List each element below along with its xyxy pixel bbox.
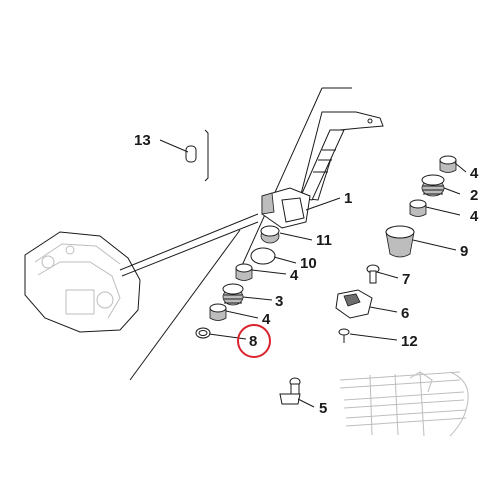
- spring-part-3: [222, 283, 244, 306]
- clip-part-8: [195, 327, 211, 339]
- callout-13: 13: [134, 132, 151, 149]
- highlight-ring-callout-8: [237, 324, 271, 358]
- callout-6: 6: [401, 305, 409, 322]
- shift-forks-assembly: [339, 371, 469, 437]
- bushing-part-11: [260, 225, 280, 244]
- callout-5: 5: [319, 400, 327, 417]
- callout-9: 9: [460, 243, 468, 260]
- callout-2: 2: [470, 187, 478, 204]
- callout-12: 12: [401, 333, 418, 350]
- callout-labels: 13 1 11 10 3 4 4 8 4 2 4 9 7 6 12 5: [134, 132, 479, 417]
- ring-part-10: [250, 247, 276, 265]
- callout-4a: 4: [290, 267, 299, 284]
- pin-part-13: [185, 145, 197, 163]
- cap-part-4d: [409, 199, 427, 217]
- cap-part-4a: [235, 263, 253, 281]
- screw-part-12: [338, 328, 350, 343]
- callout-3: 3: [275, 293, 283, 310]
- boot-part-9: [385, 225, 415, 258]
- bracket-part-6: [335, 289, 373, 319]
- callout-8: 8: [249, 333, 257, 350]
- spring-part-2: [421, 174, 445, 197]
- callout-4b: 4: [262, 311, 271, 328]
- callout-7: 7: [402, 271, 410, 288]
- cap-part-4b: [209, 303, 227, 321]
- callout-11: 11: [316, 232, 332, 249]
- bolt-part-5: [279, 377, 301, 405]
- shift-lever-part-1: [261, 111, 384, 229]
- frame-lines: [129, 87, 352, 381]
- cap-part-4c: [439, 155, 457, 173]
- callout-1: 1: [344, 190, 352, 207]
- callout-10: 10: [300, 255, 317, 272]
- callout-4d: 4: [470, 208, 479, 225]
- callout-4c: 4: [470, 165, 479, 182]
- bolt-part-7: [366, 264, 380, 284]
- leader-lines: [159, 139, 467, 408]
- gearbox-housing: [24, 213, 259, 333]
